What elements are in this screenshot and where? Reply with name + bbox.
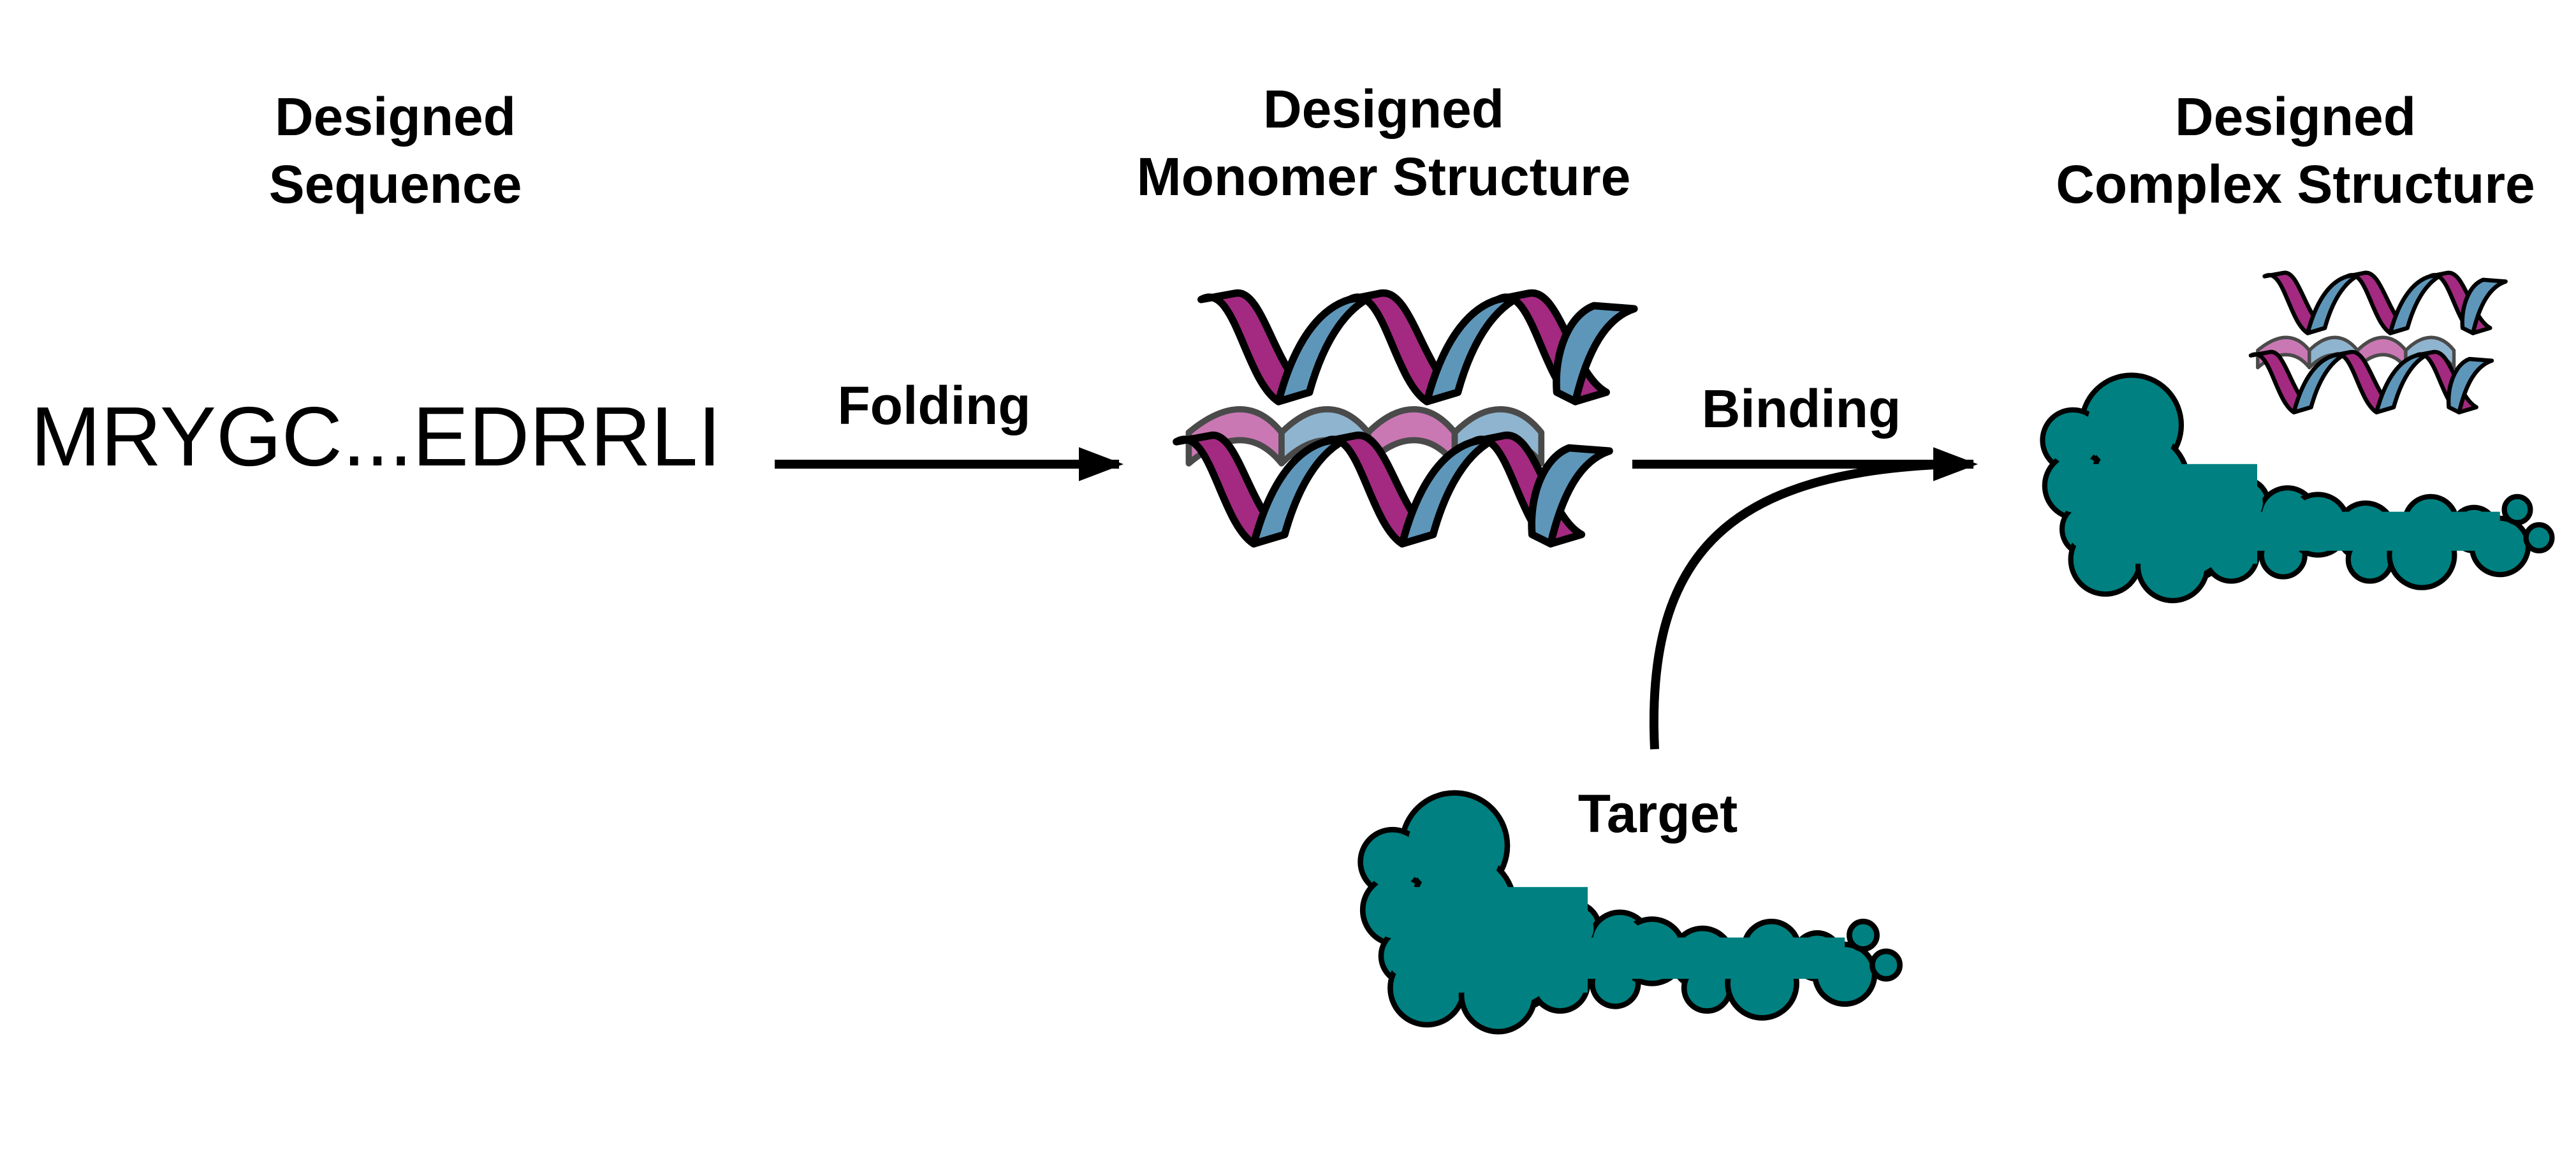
header-monomer-line2: Monomer Structure — [1137, 147, 1631, 207]
target-label: Target — [1578, 784, 1738, 844]
target-incoming-arrow — [1650, 460, 1952, 750]
complex-helix-bundle-icon — [2251, 273, 2506, 413]
header-complex-line1: Designed — [2175, 87, 2416, 147]
header-sequence-line2: Sequence — [269, 154, 522, 214]
binding-label: Binding — [1702, 379, 1901, 439]
header-sequence-line1: Designed — [275, 87, 516, 147]
folding-label: Folding — [837, 376, 1030, 435]
header-complex-line2: Complex Structure — [2056, 154, 2535, 214]
header-monomer-line1: Designed — [1263, 79, 1504, 139]
monomer-helix-bundle-icon — [1176, 293, 1634, 544]
amino-acid-sequence: MRYGC...EDRRLI — [31, 390, 721, 483]
